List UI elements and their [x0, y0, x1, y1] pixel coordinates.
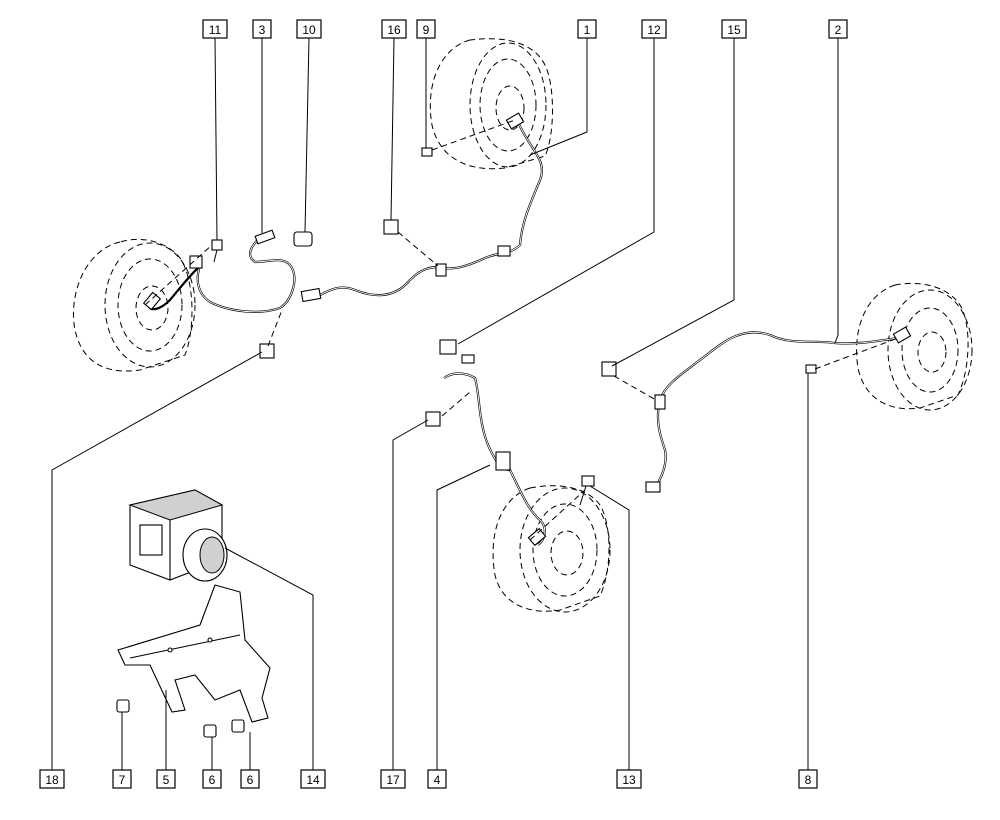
nut-part-7	[116, 699, 130, 713]
clip-part-15	[601, 361, 617, 377]
leader-lines	[51, 37, 839, 770]
label-7: 7	[112, 769, 132, 789]
svg-text:6: 6	[247, 773, 254, 787]
bolt-part-9	[421, 147, 433, 157]
svg-text:15: 15	[727, 23, 741, 37]
svg-text:12: 12	[647, 23, 661, 37]
wheel-sensor-harness-front-left	[142, 229, 296, 313]
label-3: 3	[252, 19, 272, 39]
svg-text:10: 10	[302, 23, 316, 37]
svg-text:1: 1	[584, 23, 591, 37]
wheel-front-right	[492, 485, 611, 613]
wheel-rear-right	[856, 282, 973, 411]
svg-text:17: 17	[386, 773, 400, 787]
bolt-part-11	[211, 239, 223, 263]
label-15: 15	[721, 19, 747, 39]
clip-part-10	[293, 231, 313, 247]
clip-part-18	[259, 343, 275, 359]
label-17: 17	[380, 769, 406, 789]
abs-hydraulic-unit	[128, 489, 228, 582]
wheel-sensor-harness-front-right	[443, 354, 547, 547]
wheel-sensor-harness-rear	[300, 112, 543, 303]
svg-text:14: 14	[306, 773, 320, 787]
svg-text:18: 18	[45, 773, 59, 787]
label-6a: 6	[202, 769, 222, 789]
label-5: 5	[156, 769, 176, 789]
svg-text:4: 4	[434, 773, 441, 787]
clip-part-16	[383, 219, 399, 235]
svg-text:13: 13	[622, 773, 636, 787]
label-6b: 6	[240, 769, 260, 789]
label-18: 18	[39, 769, 65, 789]
assembly-arrows	[144, 119, 899, 541]
svg-text:16: 16	[387, 23, 401, 37]
label-11: 11	[202, 19, 228, 39]
label-12: 12	[641, 19, 667, 39]
clip-part-17	[425, 411, 441, 427]
label-13: 13	[616, 769, 642, 789]
svg-text:6: 6	[209, 773, 216, 787]
abs-bracket	[117, 584, 271, 723]
svg-text:2: 2	[835, 23, 842, 37]
label-9: 9	[416, 19, 436, 39]
svg-text:8: 8	[805, 773, 812, 787]
svg-text:11: 11	[209, 23, 222, 37]
bolt-part-6a	[203, 724, 217, 738]
label-4: 4	[427, 769, 447, 789]
svg-text:3: 3	[259, 23, 266, 37]
label-8: 8	[798, 769, 818, 789]
svg-text:9: 9	[423, 23, 430, 37]
bolt-part-8	[805, 364, 817, 374]
label-2: 2	[828, 19, 848, 39]
wheel-sensor-harness-rear-right	[645, 326, 912, 493]
svg-text:5: 5	[163, 773, 170, 787]
wheel-front-left	[73, 238, 196, 372]
svg-text:7: 7	[119, 773, 126, 787]
label-14: 14	[300, 769, 326, 789]
wheel-rear-top	[429, 38, 553, 170]
bolt-part-6b	[231, 719, 245, 733]
label-10: 10	[296, 19, 322, 39]
label-1: 1	[577, 19, 597, 39]
clip-part-12	[439, 339, 457, 355]
bolt-part-13	[579, 475, 595, 506]
label-16: 16	[381, 19, 407, 39]
